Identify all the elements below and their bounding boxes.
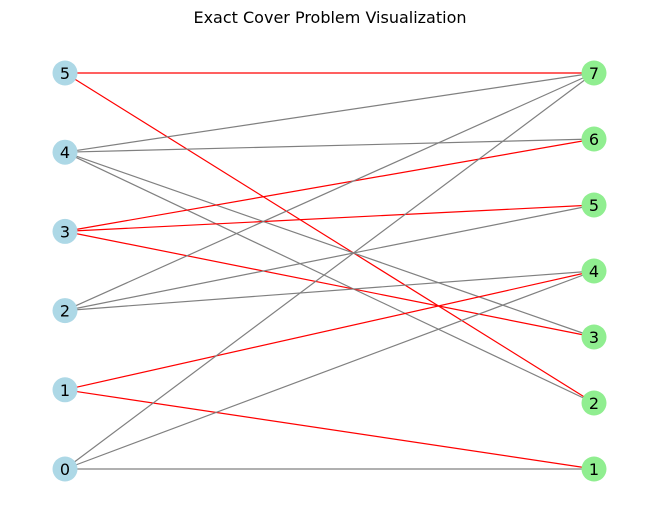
edge-0-to-7	[64, 72, 595, 470]
right-node-label: 6	[589, 130, 599, 149]
left-node-0: 0	[52, 456, 78, 482]
right-node-2: 2	[581, 390, 607, 416]
left-node-3: 3	[52, 218, 78, 244]
right-node-6: 6	[581, 126, 607, 152]
left-node-circle	[52, 456, 78, 482]
nodes-layer: 0 1 2 3 4 5 1 2 3 4 5 6 7	[52, 60, 607, 482]
edge-4-to-7	[64, 72, 595, 153]
right-node-3: 3	[581, 324, 607, 350]
right-node-label: 5	[589, 196, 599, 215]
left-node-2: 2	[52, 298, 78, 324]
edge-3-to-5	[64, 204, 595, 232]
left-node-label: 0	[60, 460, 70, 479]
right-node-label: 1	[589, 460, 599, 479]
left-node-5: 5	[52, 60, 78, 86]
left-node-circle	[52, 298, 78, 324]
left-node-circle	[52, 218, 78, 244]
right-node-label: 3	[589, 328, 599, 347]
right-node-label: 4	[589, 262, 599, 281]
right-node-circle	[581, 324, 607, 350]
edge-4-to-3	[64, 151, 595, 338]
right-node-label: 7	[589, 64, 599, 83]
left-node-label: 4	[60, 143, 70, 162]
edge-4-to-2	[64, 151, 595, 404]
right-node-5: 5	[581, 192, 607, 218]
right-node-7: 7	[581, 60, 607, 86]
edge-4-to-6	[64, 138, 595, 153]
diagram-title: Exact Cover Problem Visualization	[193, 8, 467, 27]
right-node-circle	[581, 60, 607, 86]
edge-5-to-2	[64, 72, 595, 404]
left-node-circle	[52, 60, 78, 86]
right-node-circle	[581, 192, 607, 218]
edge-1-to-4	[64, 270, 595, 391]
edge-2-to-4	[64, 270, 595, 312]
left-node-label: 3	[60, 222, 70, 241]
right-node-circle	[581, 126, 607, 152]
edge-3-to-3	[64, 230, 595, 338]
edge-3-to-6	[64, 138, 595, 232]
left-node-4: 4	[52, 139, 78, 165]
right-node-1: 1	[581, 456, 607, 482]
right-node-circle	[581, 390, 607, 416]
left-node-circle	[52, 139, 78, 165]
edge-1-to-1	[64, 389, 595, 470]
right-node-circle	[581, 258, 607, 284]
edge-2-to-7	[64, 72, 595, 312]
edges-layer	[64, 72, 595, 470]
left-node-label: 5	[60, 64, 70, 83]
right-node-label: 2	[589, 394, 599, 413]
right-node-4: 4	[581, 258, 607, 284]
edge-0-to-4	[64, 270, 595, 470]
right-node-circle	[581, 456, 607, 482]
left-node-label: 1	[60, 381, 70, 400]
edge-2-to-5	[64, 204, 595, 312]
left-node-label: 2	[60, 302, 70, 321]
left-node-circle	[52, 377, 78, 403]
left-node-1: 1	[52, 377, 78, 403]
